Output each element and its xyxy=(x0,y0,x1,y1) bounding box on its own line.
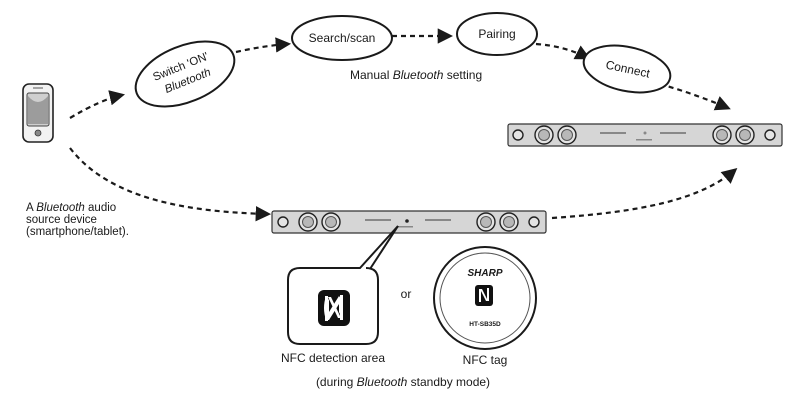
step-pairing-label: Pairing xyxy=(478,27,515,41)
svg-text:source device: source device xyxy=(26,214,97,226)
nfc-tag: SHARP HT-SB35D xyxy=(433,246,537,350)
or-label: or xyxy=(401,287,412,301)
arrow-nfc-soundbar-to-soundbar xyxy=(551,167,738,220)
arrow-connect-to-soundbar xyxy=(659,82,731,111)
smartphone-icon xyxy=(22,83,54,143)
step-pairing: Pairing xyxy=(456,12,538,56)
soundbar-connected xyxy=(507,123,783,147)
step-switch-on-bluetooth: Switch 'ON' Bluetooth xyxy=(134,40,236,108)
step-connect: Connect xyxy=(582,44,672,94)
arrow-phone-to-switch xyxy=(69,90,126,119)
svg-text:A Bluetooth audio: A Bluetooth audio xyxy=(26,202,116,214)
soundbar-nfc xyxy=(271,210,547,234)
nfc-callout xyxy=(287,225,399,345)
svg-text:(smartphone/tablet).: (smartphone/tablet). xyxy=(26,226,129,238)
nfc-detection-area-label: NFC detection area xyxy=(281,351,385,365)
step-search-label: Search/scan xyxy=(309,31,376,45)
nfc-tag-icon xyxy=(475,285,493,306)
arrow-phone-to-nfc-soundbar xyxy=(69,147,272,222)
arrow-pairing-to-connect xyxy=(535,42,591,60)
bluetooth-standby-note: (during Bluetooth standby mode) xyxy=(316,375,490,389)
step-search-scan: Search/scan xyxy=(291,15,393,61)
nfc-detection-area-icon xyxy=(318,290,350,326)
manual-bluetooth-setting-label: Manual Bluetooth setting xyxy=(350,68,482,82)
nfc-tag-brand: SHARP xyxy=(467,268,502,279)
arrow-switch-to-search xyxy=(235,37,292,54)
nfc-tag-model: HT-SB35D xyxy=(469,321,501,328)
source-device-label: A Bluetooth audio source device (smartph… xyxy=(26,202,129,238)
nfc-tag-label: NFC tag xyxy=(463,353,508,367)
